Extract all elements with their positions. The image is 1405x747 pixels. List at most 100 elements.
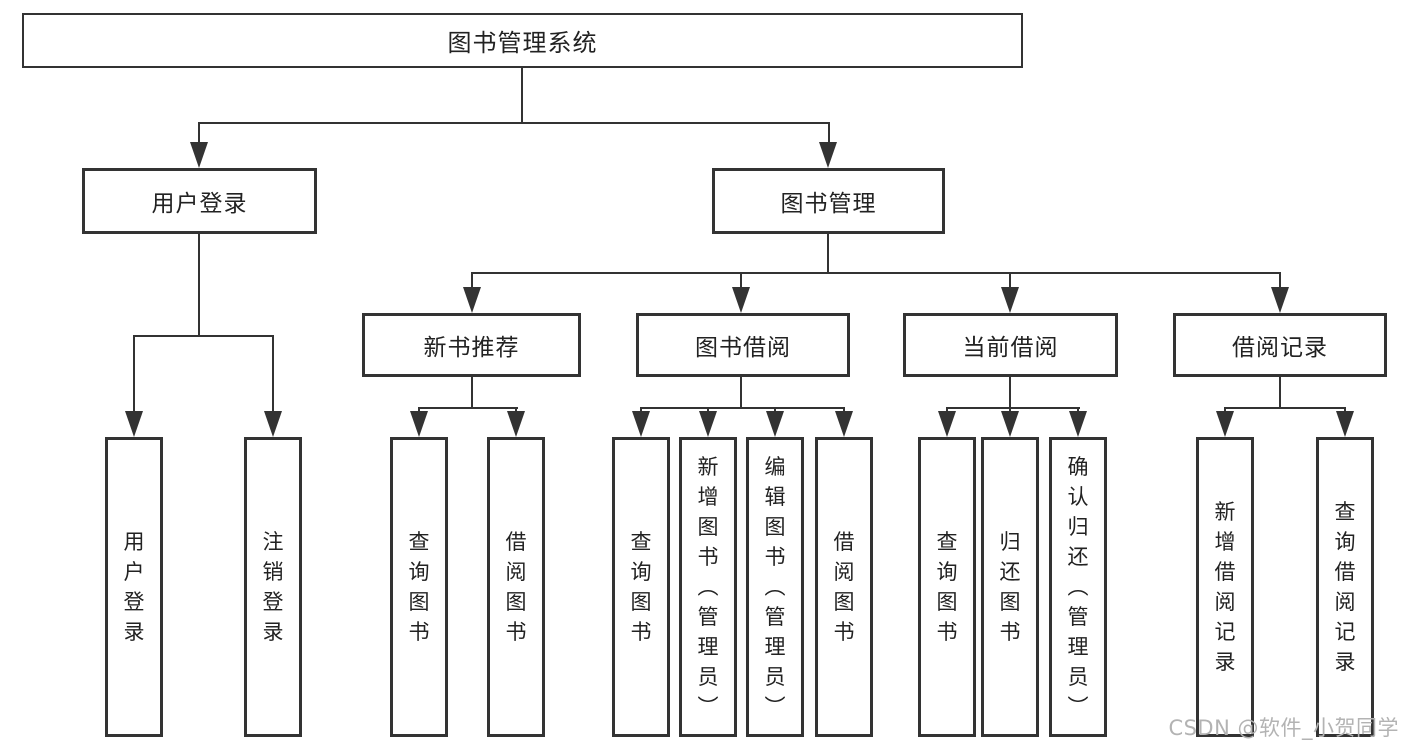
connector-line	[1279, 272, 1281, 289]
vertical-char: 记	[1214, 620, 1236, 644]
connector-line	[471, 272, 473, 289]
connector-line	[521, 68, 523, 122]
connector-line	[471, 377, 473, 407]
arrow-down-icon	[835, 411, 853, 437]
arrow-down-icon	[766, 411, 784, 437]
vertical-char: 用	[123, 530, 145, 554]
vertical-char: 录	[123, 620, 145, 644]
node-book-management-group: 图书管理	[712, 168, 945, 234]
vertical-char: 图	[936, 590, 958, 614]
vertical-char: 新	[1214, 500, 1236, 524]
vertical-char: 还	[1067, 545, 1089, 569]
leaf-query-borrow-record: 查询借阅记录	[1316, 437, 1374, 737]
vertical-char: 借	[833, 530, 855, 554]
connector-line	[740, 272, 742, 289]
arrow-down-icon	[938, 411, 956, 437]
vertical-char: 图	[505, 590, 527, 614]
vertical-char: 户	[123, 560, 145, 584]
leaf-user-login: 用户登录	[105, 437, 163, 737]
connector-line	[740, 377, 742, 407]
connector-line	[828, 122, 830, 144]
vertical-char: 图	[999, 590, 1021, 614]
vertical-char: 编	[764, 455, 786, 479]
connector-line	[843, 407, 845, 413]
vertical-char: 查	[1334, 500, 1356, 524]
connector-line	[198, 122, 830, 124]
arrow-down-icon	[819, 142, 837, 168]
arrow-down-icon	[190, 142, 208, 168]
vertical-char: 查	[408, 530, 430, 554]
connector-line	[198, 122, 200, 144]
node-book-borrowing: 图书借阅	[636, 313, 850, 377]
connector-line	[1224, 407, 1226, 413]
vertical-char: ︵	[1067, 575, 1089, 599]
vertical-char: 管	[697, 605, 719, 629]
node-new-book-recommend: 新书推荐	[362, 313, 581, 377]
vertical-char: 询	[630, 560, 652, 584]
vertical-char: 销	[262, 560, 284, 584]
arrow-down-icon	[125, 411, 143, 437]
vertical-char: 阅	[833, 560, 855, 584]
vertical-char: 理	[697, 635, 719, 659]
leaf-add-borrow-record: 新增借阅记录	[1196, 437, 1254, 737]
connector-line	[515, 407, 517, 413]
leaf-borrow-books-recommend: 借阅图书	[487, 437, 545, 737]
vertical-char: 管	[764, 605, 786, 629]
vertical-char: 借	[505, 530, 527, 554]
leaf-query-books-borrowing: 查询图书	[612, 437, 670, 737]
vertical-char: 图	[630, 590, 652, 614]
vertical-char: 询	[936, 560, 958, 584]
vertical-char: 员	[764, 665, 786, 689]
vertical-char: 注	[262, 530, 284, 554]
arrow-down-icon	[507, 411, 525, 437]
node-current-borrowing: 当前借阅	[903, 313, 1118, 377]
connector-line	[640, 407, 845, 409]
vertical-char: 新	[697, 455, 719, 479]
arrow-down-icon	[1069, 411, 1087, 437]
arrow-down-icon	[1001, 287, 1019, 313]
vertical-char: 阅	[1214, 590, 1236, 614]
vertical-char: 查	[936, 530, 958, 554]
vertical-char: 图	[764, 515, 786, 539]
vertical-char: 图	[833, 590, 855, 614]
node-borrowing-records: 借阅记录	[1173, 313, 1387, 377]
vertical-char: 归	[999, 530, 1021, 554]
arrow-down-icon	[1271, 287, 1289, 313]
connector-line	[418, 407, 420, 413]
leaf-confirm-return-admin: 确认归还︵管理员︶	[1049, 437, 1107, 737]
vertical-char: 书	[630, 620, 652, 644]
vertical-char: 书	[999, 620, 1021, 644]
connector-line	[133, 335, 135, 413]
vertical-char: 图	[697, 515, 719, 539]
vertical-char: 确	[1067, 455, 1089, 479]
connector-line	[827, 234, 829, 272]
vertical-char: ︵	[764, 575, 786, 599]
vertical-char: 认	[1067, 485, 1089, 509]
connector-line	[774, 407, 776, 413]
vertical-char: 员	[1067, 665, 1089, 689]
arrow-down-icon	[1001, 411, 1019, 437]
node-library-management-system: 图书管理系统	[22, 13, 1023, 68]
vertical-char: 理	[764, 635, 786, 659]
vertical-char: 增	[697, 485, 719, 509]
vertical-char: 书	[408, 620, 430, 644]
vertical-char: 书	[505, 620, 527, 644]
connector-line	[1279, 377, 1281, 407]
vertical-char: 登	[123, 590, 145, 614]
vertical-char: 阅	[1334, 590, 1356, 614]
connector-line	[707, 407, 709, 413]
connector-line	[1009, 407, 1011, 413]
connector-line	[946, 407, 948, 413]
arrow-down-icon	[632, 411, 650, 437]
vertical-char: 阅	[505, 560, 527, 584]
arrow-down-icon	[1216, 411, 1234, 437]
connector-line	[133, 335, 274, 337]
connector-line	[946, 407, 1080, 409]
arrow-down-icon	[1336, 411, 1354, 437]
arrow-down-icon	[410, 411, 428, 437]
vertical-char: 录	[1214, 650, 1236, 674]
vertical-char: ︶	[764, 695, 786, 719]
connector-line	[198, 234, 200, 335]
leaf-return-book: 归还图书	[981, 437, 1039, 737]
